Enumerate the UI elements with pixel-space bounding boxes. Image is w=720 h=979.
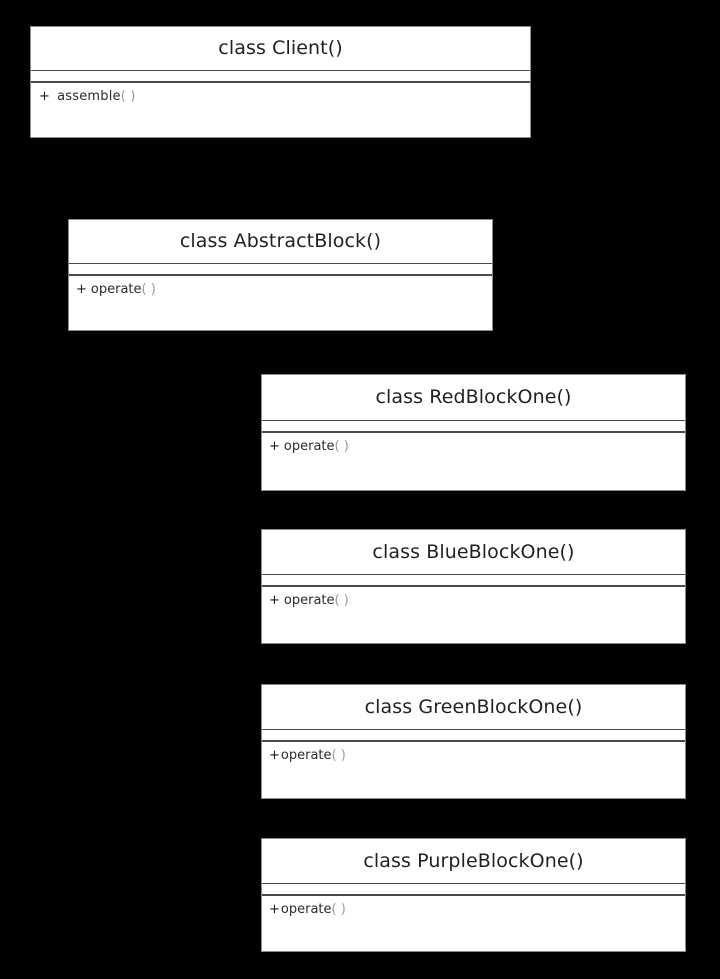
uml-methods-compartment-client: + assemble( ) (31, 83, 530, 137)
uml-attributes-compartment-redblockone (262, 421, 685, 433)
uml-method-row: +operate( ) (269, 593, 685, 610)
uml-class-header-blueblockone: class BlueBlockOne() (262, 530, 685, 575)
uml-methods-compartment-abstractblock: +operate( ) (69, 276, 492, 330)
uml-attributes-compartment-greenblockone (262, 730, 685, 742)
uml-class-title-abstractblock: class AbstractBlock() (179, 230, 382, 253)
uml-attributes-compartment-client (31, 71, 530, 83)
uml-method-row: +operate( ) (269, 748, 685, 765)
uml-method-parens: ( ) (334, 439, 349, 454)
uml-attributes-compartment-purpleblockone (262, 884, 685, 896)
uml-method-visibility: + (76, 282, 87, 297)
uml-class-box-abstractblock[interactable]: class AbstractBlock() +operate( ) (68, 219, 493, 331)
uml-method-name: operate (283, 439, 335, 454)
uml-method-visibility: + (269, 439, 280, 454)
uml-method-visibility: + (269, 902, 280, 917)
uml-method-parens: ( ) (141, 282, 156, 297)
uml-class-title-purpleblockone: class PurpleBlockOne() (363, 849, 584, 872)
uml-methods-compartment-redblockone: +operate( ) (262, 433, 685, 490)
uml-class-header-greenblockone: class GreenBlockOne() (262, 685, 685, 730)
uml-methods-compartment-greenblockone: +operate( ) (262, 742, 685, 798)
uml-class-header-purpleblockone: class PurpleBlockOne() (262, 839, 685, 884)
uml-method-name: assemble (57, 89, 121, 104)
uml-class-header-abstractblock: class AbstractBlock() (69, 220, 492, 264)
uml-method-parens: ( ) (120, 89, 136, 104)
uml-method-parens: ( ) (334, 593, 349, 608)
uml-method-visibility: + (269, 748, 280, 763)
uml-method-row: + assemble( ) (39, 89, 530, 106)
uml-class-title-client: class Client() (218, 37, 343, 60)
uml-method-parens: ( ) (331, 748, 346, 763)
uml-class-box-blueblockone[interactable]: class BlueBlockOne() +operate( ) (261, 529, 686, 644)
uml-method-name: operate (90, 282, 142, 297)
uml-method-visibility: + (269, 593, 280, 608)
uml-class-title-redblockone: class RedBlockOne() (375, 386, 572, 409)
uml-methods-compartment-purpleblockone: +operate( ) (262, 896, 685, 951)
uml-class-title-greenblockone: class GreenBlockOne() (364, 695, 583, 718)
uml-method-name: operate (280, 902, 332, 917)
uml-attributes-compartment-abstractblock (69, 264, 492, 276)
uml-methods-compartment-blueblockone: +operate( ) (262, 587, 685, 643)
uml-class-title-blueblockone: class BlueBlockOne() (372, 540, 575, 563)
uml-method-name: operate (280, 748, 332, 763)
uml-method-row: +operate( ) (76, 282, 492, 299)
uml-class-box-purpleblockone[interactable]: class PurpleBlockOne() +operate( ) (261, 838, 686, 952)
uml-method-row: +operate( ) (269, 439, 685, 456)
uml-class-header-client: class Client() (31, 27, 530, 71)
uml-class-box-redblockone[interactable]: class RedBlockOne() +operate( ) (261, 374, 686, 491)
uml-method-row: +operate( ) (269, 902, 685, 919)
uml-attributes-compartment-blueblockone (262, 575, 685, 587)
uml-method-parens: ( ) (331, 902, 346, 917)
uml-class-header-redblockone: class RedBlockOne() (262, 375, 685, 421)
uml-class-box-greenblockone[interactable]: class GreenBlockOne() +operate( ) (261, 684, 686, 799)
uml-method-visibility: + (39, 89, 51, 104)
uml-class-box-client[interactable]: class Client() + assemble( ) (30, 26, 531, 138)
uml-method-name: operate (283, 593, 335, 608)
